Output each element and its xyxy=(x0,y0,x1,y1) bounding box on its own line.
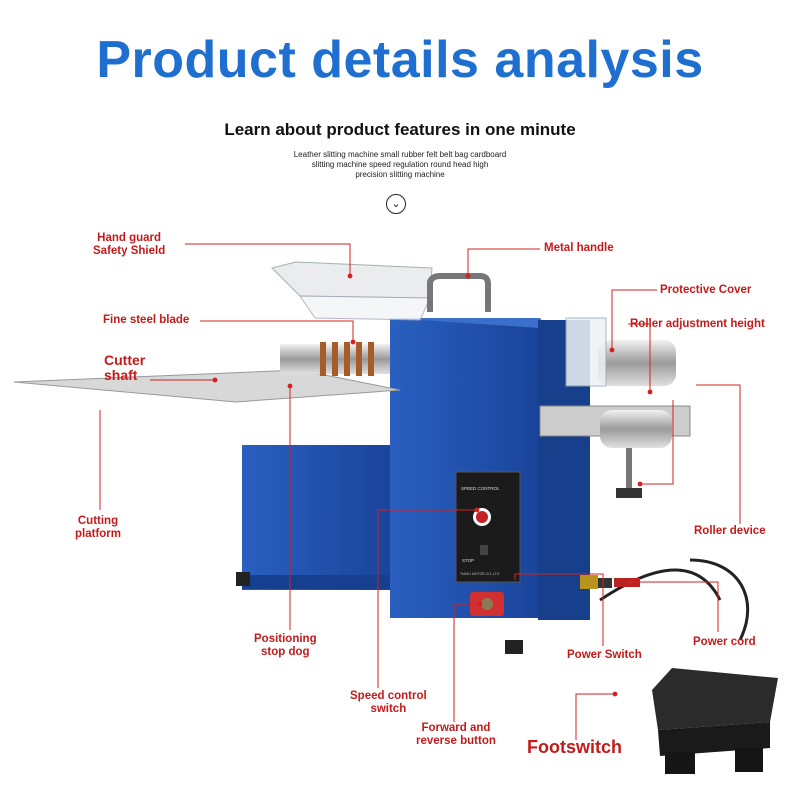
label-line: platform xyxy=(75,528,121,540)
hand-guard-shield xyxy=(271,261,433,321)
label-line: Forward and xyxy=(421,722,491,734)
label-line: stop dog xyxy=(261,646,310,658)
cutter-shaft-assembly xyxy=(280,342,390,376)
label-roller-device: Roller device xyxy=(694,525,766,537)
label-metal-handle: Metal handle xyxy=(544,242,614,254)
chevron-down-circle-icon[interactable]: ⌄ xyxy=(386,194,406,214)
label-line: Positioning xyxy=(254,633,317,645)
label-line: switch xyxy=(370,703,407,715)
label-line: Cutter xyxy=(104,352,146,368)
label-line: shaft xyxy=(104,367,138,383)
label-line: Hand guard xyxy=(97,232,162,244)
label-line: Speed control xyxy=(350,690,427,702)
label-forward-reverse: Forward and reverse button xyxy=(416,722,496,748)
panel-stop-label: STOP xyxy=(462,558,474,563)
label-positioning-stop-dog: Positioning stop dog xyxy=(254,633,317,659)
page-subtitle: Learn about product features in one minu… xyxy=(224,120,576,139)
leader-lines xyxy=(99,243,741,740)
product-description: Leather slitting machine small rubber fe… xyxy=(250,150,550,180)
panel-maker-label: TIANLI MOTOR CO.,LTD xyxy=(460,572,500,576)
power-switch-plate xyxy=(470,592,504,616)
roller-device xyxy=(539,317,691,498)
label-hand-guard: Hand guard Safety Shield xyxy=(93,232,165,258)
metal-handle xyxy=(427,273,491,312)
machine-base xyxy=(236,445,392,590)
label-fine-steel-blade: Fine steel blade xyxy=(103,314,190,326)
label-power-cord: Power cord xyxy=(693,636,756,648)
label-footswitch: Footswitch xyxy=(527,737,622,757)
leader-dots xyxy=(212,273,653,697)
page-title: Product details analysis xyxy=(96,31,704,89)
label-protective-cover: Protective Cover xyxy=(660,284,752,296)
label-cutter-shaft: Cutter shaft xyxy=(104,353,145,383)
speed-control-panel: SPEED CONTROL STOP TIANLI MOTOR CO.,LTD xyxy=(455,471,521,583)
description-line: precision slitting machine xyxy=(355,170,445,179)
power-cord-plug xyxy=(580,575,640,589)
description-line: slitting machine speed regulation round … xyxy=(311,160,489,169)
label-roller-adjustment: Roller adjustment height xyxy=(630,318,765,330)
label-line: reverse button xyxy=(416,735,496,747)
label-power-switch: Power Switch xyxy=(567,649,642,661)
panel-speed-label: SPEED CONTROL xyxy=(461,486,500,491)
label-line: Cutting xyxy=(77,515,119,527)
label-speed-control-switch: Speed control switch xyxy=(350,690,427,716)
cutting-platform-plate xyxy=(13,369,401,403)
footswitch-pedal xyxy=(599,558,778,774)
label-cutting-platform: Cutting platform xyxy=(75,515,121,541)
label-line: Safety Shield xyxy=(93,245,166,257)
description-line: Leather slitting machine small rubber fe… xyxy=(293,150,507,159)
